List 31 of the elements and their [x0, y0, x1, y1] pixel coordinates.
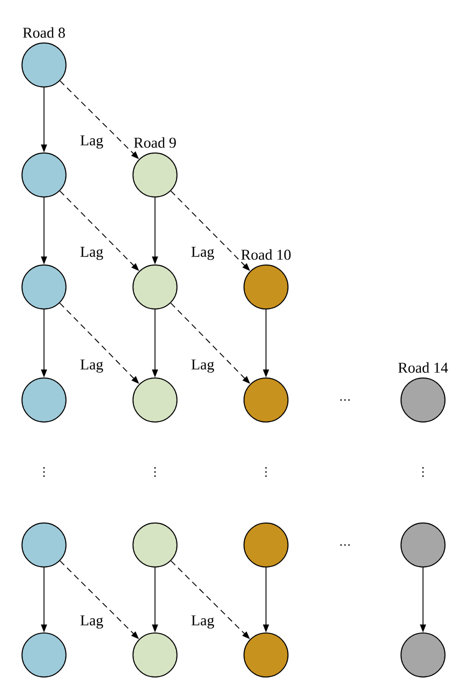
circle-node	[400, 522, 446, 568]
vertical-ellipsis: ⋮	[265, 467, 267, 477]
circle-node	[22, 522, 66, 568]
circle-node	[244, 378, 288, 422]
circle-node	[132, 378, 178, 422]
vertical-ellipsis: ⋮	[422, 467, 424, 477]
circle-node	[22, 632, 66, 678]
ellipsis: …	[340, 544, 350, 546]
circle-node	[22, 152, 66, 198]
circle-node	[22, 378, 66, 422]
circle-node	[244, 522, 288, 568]
vertical-ellipsis: ⋮	[43, 467, 45, 477]
road-label: Road 9	[134, 137, 176, 148]
edge-label: Lag	[191, 360, 214, 373]
edge-label: Lag	[80, 246, 104, 260]
circle-node	[132, 522, 178, 568]
circle-node	[132, 632, 178, 678]
vertical-ellipsis: ⋮	[154, 467, 156, 477]
circle-node	[22, 264, 66, 310]
circle-node	[244, 632, 288, 678]
edge-label: Lag	[80, 615, 104, 629]
road-label: Road 14	[398, 362, 448, 373]
road-label: Road 10	[241, 249, 291, 260]
circle-node	[400, 632, 446, 678]
ellipsis: …	[340, 399, 350, 401]
edge-label: Lag	[80, 135, 104, 149]
edge-label: Lag	[191, 246, 214, 260]
edge-label: Lag	[191, 615, 214, 629]
circle-node	[132, 264, 178, 310]
edge-label: Lag	[80, 360, 104, 373]
road-label: Road 8	[22, 27, 65, 38]
